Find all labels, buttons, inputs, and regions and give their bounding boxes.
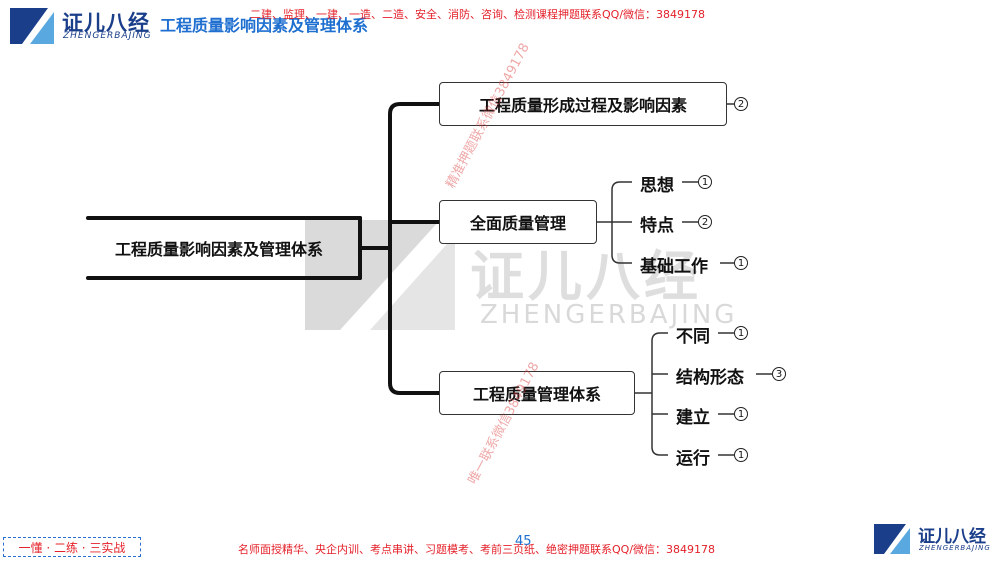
header-promo: 二建、监理、一建、一造、二造、安全、消防、咨询、检测课程押题联系QQ/微信：38… xyxy=(250,8,706,21)
root-node: 工程质量影响因素及管理体系 xyxy=(88,220,350,276)
branch-label: 全面质量管理 xyxy=(469,214,566,233)
footer-logo-icon xyxy=(872,522,912,556)
leaf-node: 基础工作 xyxy=(640,257,708,277)
brand-name: 证儿八经 xyxy=(62,11,150,35)
count-badge: 1 xyxy=(734,256,748,270)
leaf-node: 运行 xyxy=(676,449,710,469)
leaf-node: 思想 xyxy=(640,176,674,196)
brand-logo-icon xyxy=(8,6,56,46)
leaf-node: 建立 xyxy=(676,408,710,428)
branch-label: 工程质量管理体系 xyxy=(472,385,601,404)
watermark-brand: 证儿八经 xyxy=(470,245,702,308)
branch-node-tqm: 全面质量管理 xyxy=(439,200,597,244)
page-number: 45 xyxy=(515,534,532,549)
leaf-node: 结构形态 xyxy=(676,368,744,388)
branch-label: 工程质量形成过程及影响因素 xyxy=(478,96,687,115)
footer-promo: 名师面授精华、央企内训、考点串讲、习题模考、考前三页纸、绝密押题联系QQ/微信：… xyxy=(238,543,716,556)
count-badge: 1 xyxy=(734,448,748,462)
brand-name-en: ZHENGERBAJING xyxy=(63,31,152,41)
root-node-label: 工程质量影响因素及管理体系 xyxy=(114,240,323,259)
watermark-brand-en: ZHENGERBAJING xyxy=(480,300,738,330)
count-badge: 3 xyxy=(772,367,786,381)
count-badge: 1 xyxy=(734,407,748,421)
branch-node-system: 工程质量管理体系 xyxy=(439,371,635,415)
footer-brand: 证儿八经 xyxy=(918,527,986,547)
branch-node-formation: 工程质量形成过程及影响因素 xyxy=(439,82,727,126)
count-badge: 2 xyxy=(698,215,712,229)
count-badge: 2 xyxy=(734,97,748,111)
count-badge: 1 xyxy=(698,175,712,189)
slogan-box: 一懂 · 二练 · 三实战 xyxy=(3,537,141,557)
leaf-node: 不同 xyxy=(676,327,710,347)
count-badge: 1 xyxy=(734,326,748,340)
slogan-text: 一懂 · 二练 · 三实战 xyxy=(18,540,126,555)
footer-brand-en: ZHENGERBAJING xyxy=(919,544,991,552)
page-title: 工程质量影响因素及管理体系 xyxy=(160,16,369,35)
leaf-node: 特点 xyxy=(640,216,674,236)
